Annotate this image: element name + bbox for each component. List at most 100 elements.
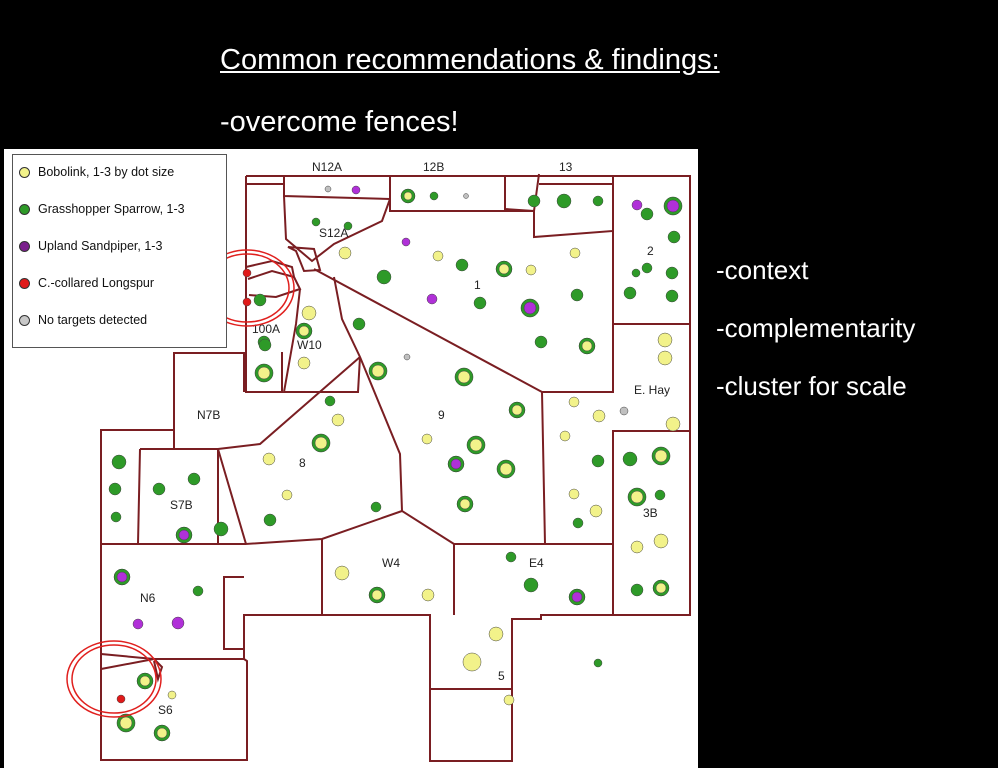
- grasshopper-sparrow-dot: [523, 577, 539, 593]
- upland-sandpiper-dot: [450, 458, 462, 470]
- bobolink-dot: [432, 250, 444, 262]
- field-label: W4: [382, 556, 400, 570]
- bobolink-dot: [331, 413, 345, 427]
- bobolink-dot: [421, 433, 433, 445]
- grasshopper-sparrow-dot: [505, 551, 517, 563]
- grasshopper-sparrow-dot: [370, 501, 382, 513]
- grasshopper-sparrow-dot: [622, 451, 638, 467]
- field-label: N6: [140, 591, 156, 605]
- bullet-overcome-fences: -overcome fences!: [220, 106, 459, 138]
- legend-label: Grasshopper Sparrow, 1-3: [38, 202, 185, 216]
- longspur-dot: [242, 268, 252, 278]
- bobolink-dot: [592, 409, 606, 423]
- field-label: 2: [647, 244, 654, 258]
- bobolink-dot: [657, 332, 673, 348]
- grasshopper-sparrow-dot: [667, 230, 681, 244]
- grasshopper-sparrow-dot: [376, 269, 392, 285]
- grasshopper-sparrow-dot: [352, 317, 366, 331]
- slide-title: Common recommendations & findings:: [220, 44, 720, 76]
- legend-label: Upland Sandpiper, 1-3: [38, 239, 163, 253]
- bobolink-dot: [665, 416, 681, 432]
- red-dot-icon: [19, 277, 30, 289]
- green-dot-icon: [19, 203, 30, 215]
- bobolink-dot: [301, 305, 317, 321]
- upland-sandpiper-dot: [171, 616, 185, 630]
- no-target-dot: [619, 406, 629, 416]
- bobolink-dot: [569, 247, 581, 259]
- field-label: S6: [158, 703, 173, 717]
- field-label: E4: [529, 556, 544, 570]
- bobolink-dot: [459, 498, 471, 510]
- grasshopper-sparrow-dot: [152, 482, 166, 496]
- bobolink-dot: [568, 396, 580, 408]
- no-target-dot: [324, 185, 332, 193]
- field-label: 9: [438, 408, 445, 422]
- upland-sandpiper-dot: [178, 529, 190, 541]
- grasshopper-sparrow-dot: [311, 217, 321, 227]
- upland-sandpiper-dot: [401, 237, 411, 247]
- bobolink-dot: [457, 370, 471, 384]
- field-label: 13: [559, 160, 573, 174]
- no-target-dot: [403, 353, 411, 361]
- upland-sandpiper-dot: [523, 301, 537, 315]
- grasshopper-sparrow-dot: [343, 221, 353, 231]
- grasshopper-sparrow-dot: [108, 482, 122, 496]
- bobolink-dot: [371, 589, 383, 601]
- bobolink-dot: [281, 489, 293, 501]
- bobolink-dot: [581, 340, 593, 352]
- grasshopper-sparrow-dot: [187, 472, 201, 486]
- bobolink-dot: [297, 356, 311, 370]
- bobolink-dot: [139, 675, 151, 687]
- grasshopper-sparrow-dot: [630, 583, 644, 597]
- longspur-dot: [116, 694, 126, 704]
- upland-sandpiper-dot: [666, 199, 680, 213]
- outer-boundary: [100, 175, 691, 762]
- grasshopper-sparrow-dot: [591, 454, 605, 468]
- bobolink-dot: [371, 364, 385, 378]
- bobolink-dot: [298, 325, 310, 337]
- no-target-dot: [463, 193, 469, 199]
- grasshopper-sparrow-dot: [110, 511, 122, 523]
- bobolink-dot: [156, 727, 168, 739]
- bullet-cluster-for-scale: -cluster for scale: [716, 371, 907, 401]
- bobolink-dot: [334, 565, 350, 581]
- upland-sandpiper-dot: [351, 185, 361, 195]
- grasshopper-sparrow-dot: [527, 194, 541, 208]
- legend-item-bobolink: Bobolink, 1-3 by dot size: [19, 163, 174, 181]
- bobolink-dot: [499, 462, 513, 476]
- bobolink-dot: [657, 350, 673, 366]
- field-label: W10: [297, 338, 322, 352]
- bobolink-dot: [568, 488, 580, 500]
- grasshopper-sparrow-dot: [641, 262, 653, 274]
- field-label: N12A: [312, 160, 342, 174]
- bobolink-dot: [421, 588, 435, 602]
- grasshopper-sparrow-dot: [192, 585, 204, 597]
- bobolink-dot: [511, 404, 523, 416]
- upland-sandpiper-dot: [631, 199, 643, 211]
- legend-label: C.-collared Longspur: [38, 276, 155, 290]
- bobolink-dot: [525, 264, 537, 276]
- field-label: S7B: [170, 498, 193, 512]
- field-label: 5: [498, 669, 505, 683]
- upland-sandpiper-dot: [132, 618, 144, 630]
- legend-item-no-targets: No targets detected: [19, 311, 147, 329]
- map-legend: Bobolink, 1-3 by dot size Grasshopper Sp…: [12, 154, 227, 348]
- bobolink-dot: [503, 694, 515, 706]
- grasshopper-sparrow-dot: [572, 517, 584, 529]
- bobolink-dot: [655, 582, 667, 594]
- bullet-context: -context: [716, 255, 809, 285]
- bobolink-dot: [630, 490, 644, 504]
- grasshopper-sparrow-dot: [570, 288, 584, 302]
- grasshopper-sparrow-dot: [640, 207, 654, 221]
- fence-highlight-circle-south: [66, 640, 162, 718]
- bobolink-dot: [469, 438, 483, 452]
- field-label: 3B: [643, 506, 658, 520]
- grasshopper-sparrow-dot: [623, 286, 637, 300]
- upland-sandpiper-dot: [426, 293, 438, 305]
- bobolink-dot: [262, 452, 276, 466]
- bullet-complementarity: -complementarity: [716, 313, 916, 343]
- yellow-dot-icon: [19, 166, 30, 178]
- bobolink-dot: [462, 652, 482, 672]
